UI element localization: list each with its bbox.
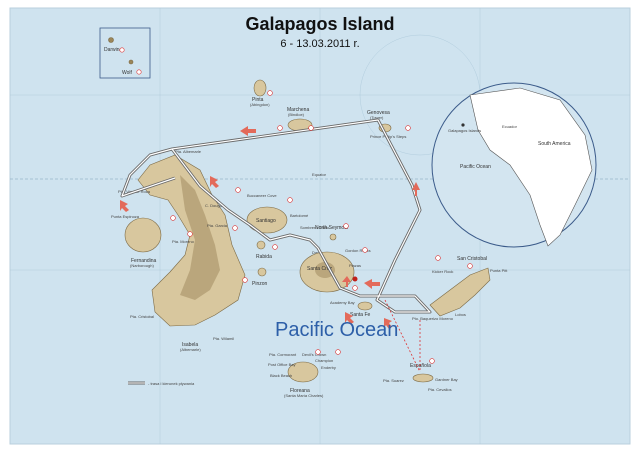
island-santiago [246,206,288,234]
south-america-inset: Galapagos Islands Ecuador South America … [431,82,597,248]
map-title: Galapagos Island [245,14,394,34]
svg-text:Buccaneer Cove: Buccaneer Cove [247,193,277,198]
svg-text:Gordon Rocks: Gordon Rocks [345,248,371,253]
svg-text:(Narborough): (Narborough) [130,263,154,268]
islands: Pinta (Abingdon) Marchena (Bindloe) Geno… [111,79,508,398]
route-legend: - trasa i kierunek pływania [128,381,195,386]
svg-text:(Santa María Charles): (Santa María Charles) [284,393,324,398]
svg-text:Pta. Cristobal: Pta. Cristobal [130,314,154,319]
svg-text:Galapagos Islands: Galapagos Islands [448,128,481,133]
svg-text:Lobos: Lobos [455,312,466,317]
svg-text:Wolf: Wolf [122,70,133,76]
svg-text:Post Office Bay: Post Office Bay [268,362,296,367]
svg-text:(Albemarle): (Albemarle) [180,347,201,352]
svg-text:Española: Española [410,363,431,369]
svg-text:Fernandina: Fernandina [131,258,157,264]
svg-text:C. Douglas: C. Douglas [205,203,225,208]
svg-text:Floreana: Floreana [290,388,310,394]
svg-text:(Bindloe): (Bindloe) [288,112,305,117]
island-san-cristobal [429,267,491,317]
svg-text:Rabida: Rabida [256,254,272,260]
svg-text:Punta Pitt: Punta Pitt [490,268,508,273]
island-fernandina [124,217,162,253]
route-arrows [120,126,420,329]
svg-text:Black Beach: Black Beach [270,373,292,378]
svg-text:Plazas: Plazas [349,263,361,268]
island-pinta [253,79,267,97]
darwin-wolf-inset: Darwin Wolf [99,27,151,79]
svg-text:Marchena: Marchena [287,107,309,113]
svg-text:Bartolomé: Bartolomé [290,213,309,218]
svg-text:Pto. Baquerizo Moreno: Pto. Baquerizo Moreno [412,316,454,321]
svg-text:Punta Espinoza: Punta Espinoza [111,214,140,219]
svg-text:Kicker Rock: Kicker Rock [432,269,453,274]
svg-text:Pta. Cormorant: Pta. Cormorant [269,352,297,357]
svg-text:Champion: Champion [315,358,333,363]
svg-text:Santa Fe: Santa Fe [350,312,371,318]
svg-text:Darwin: Darwin [104,47,120,53]
island-isabela [137,154,246,327]
svg-text:Pta. Garcia: Pta. Garcia [207,223,228,228]
island-espanola [412,373,434,383]
svg-text:Pinta: Pinta [252,97,264,103]
svg-text:North Seymour: North Seymour [315,225,349,231]
island-santa-fe [357,301,373,311]
svg-text:(Abingdon): (Abingdon) [250,102,270,107]
svg-text:Pacific Ocean: Pacific Ocean [460,164,491,170]
svg-text:South America: South America [538,141,571,147]
svg-text:San Cristobal: San Cristobal [457,256,487,262]
island-floreana [287,361,319,383]
svg-text:Pta. Wilamil: Pta. Wilamil [213,336,234,341]
island-rabida [256,240,266,250]
svg-text:Pta. Moreno: Pta. Moreno [172,239,195,244]
svg-text:Academy Bay: Academy Bay [330,300,355,305]
svg-text:Pta. Suarez: Pta. Suarez [383,378,404,383]
map-subtitle: 6 - 13.03.2011 r. [280,38,359,50]
dive-sites [170,90,473,364]
svg-text:Pta. Cevallos: Pta. Cevallos [428,387,452,392]
equator-label: Equator [312,172,327,177]
svg-text:Santa Cruz: Santa Cruz [307,266,333,272]
svg-text:Devil's Crown: Devil's Crown [302,352,326,357]
island-pinzon [257,267,267,277]
svg-text:- trasa i kierunek pływania: - trasa i kierunek pływania [148,381,195,386]
svg-text:Enderby: Enderby [321,365,336,370]
svg-text:Pinzon: Pinzon [252,281,268,287]
dive-route [120,118,432,373]
svg-text:Santiago: Santiago [256,218,276,224]
svg-text:Gardner Bay: Gardner Bay [435,377,458,382]
svg-text:Genovesa: Genovesa [367,110,390,116]
svg-text:Sombrero Chino: Sombrero Chino [300,225,330,230]
svg-text:(Tower): (Tower) [370,115,384,120]
svg-text:Pta. Albemarle: Pta. Albemarle [175,149,202,154]
svg-text:Ecuador: Ecuador [502,124,518,129]
island-north-seymour [329,233,337,241]
svg-text:Isabela: Isabela [182,342,198,348]
ocean-label: Pacific Ocean [275,319,398,341]
